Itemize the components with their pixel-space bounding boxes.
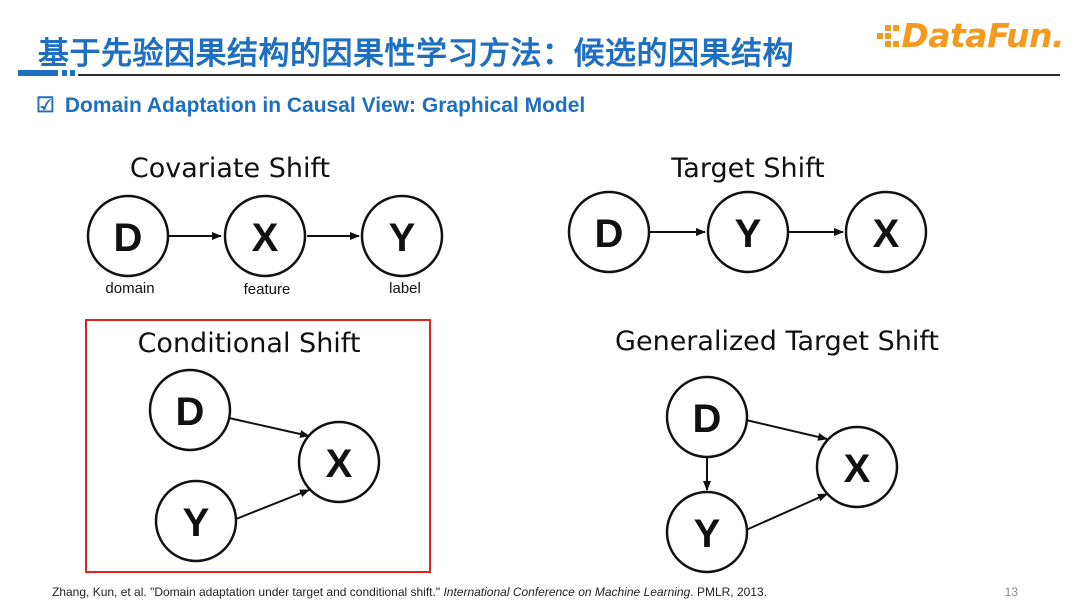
node-y: [665, 490, 749, 574]
node-x: [815, 425, 899, 509]
node-x-label: X: [326, 442, 353, 486]
node-y-label: Y: [183, 501, 210, 545]
title-underline: [78, 74, 1060, 76]
node-y: [360, 194, 444, 278]
node-d-label: D: [176, 390, 205, 434]
arrow-d-to-x: [745, 419, 828, 441]
node-d-label: D: [595, 212, 624, 256]
diagram-target-shift: Target Shift D Y X: [567, 153, 928, 274]
diagram-generalized-target-shift: Generalized Target Shift D Y X: [615, 326, 939, 574]
title-underline-accent: [18, 70, 58, 76]
datafun-logo: DataFun.: [877, 16, 1064, 55]
node-y-label: Y: [389, 216, 416, 260]
node-d-label: D: [693, 397, 722, 441]
subtitle-text: Domain Adaptation in Causal View: Graphi…: [64, 94, 586, 117]
node-y-label: Y: [694, 512, 721, 556]
arrow-y-to-x: [235, 489, 310, 520]
node-x: [844, 190, 928, 274]
node-d-label: D: [114, 216, 143, 260]
arrow-y-to-x: [745, 493, 828, 531]
slide-title: 基于先验因果结构的因果性学习方法：候选的因果结构: [38, 36, 794, 72]
diagram-covariate-shift: Covariate Shift D X Y domain feature lab…: [86, 153, 444, 298]
node-x-label: X: [873, 212, 900, 256]
citation-publisher: . PMLR, 2013.: [690, 585, 767, 599]
label-caption: label: [389, 280, 421, 297]
feature-caption: feature: [244, 281, 291, 298]
node-d: [148, 368, 232, 452]
conditional-shift-title: Conditional Shift: [138, 328, 361, 359]
section-subtitle: ☑ Domain Adaptation in Causal View: Graph…: [36, 93, 585, 118]
page-number: 13: [1004, 585, 1018, 599]
node-y: [706, 190, 790, 274]
checkbox-icon: ☑: [36, 94, 55, 117]
logo-dots-icon: [877, 24, 900, 47]
node-d: [86, 194, 170, 278]
node-x: [223, 194, 307, 278]
node-d: [665, 375, 749, 459]
covariate-shift-title: Covariate Shift: [130, 153, 330, 184]
logo-text: DataFun.: [901, 16, 1064, 55]
citation-authors: Zhang, Kun, et al. "Domain adaptation un…: [52, 585, 444, 599]
node-x-label: X: [252, 216, 279, 260]
highlight-box: [85, 319, 431, 573]
domain-caption: domain: [105, 280, 154, 297]
node-y: [154, 479, 238, 563]
citation: Zhang, Kun, et al. "Domain adaptation un…: [52, 585, 767, 599]
node-y-label: Y: [735, 212, 762, 256]
title-underline-dot: [70, 70, 75, 76]
node-x-label: X: [844, 447, 871, 491]
arrow-d-to-x: [228, 417, 310, 438]
node-x: [297, 420, 381, 504]
node-d: [567, 190, 651, 274]
generalized-target-shift-title: Generalized Target Shift: [615, 326, 939, 357]
diagram-conditional-shift: Conditional Shift D Y X: [85, 319, 431, 573]
citation-venue: International Conference on Machine Lear…: [443, 585, 691, 599]
target-shift-title: Target Shift: [670, 153, 824, 184]
title-underline-dot: [62, 70, 67, 76]
